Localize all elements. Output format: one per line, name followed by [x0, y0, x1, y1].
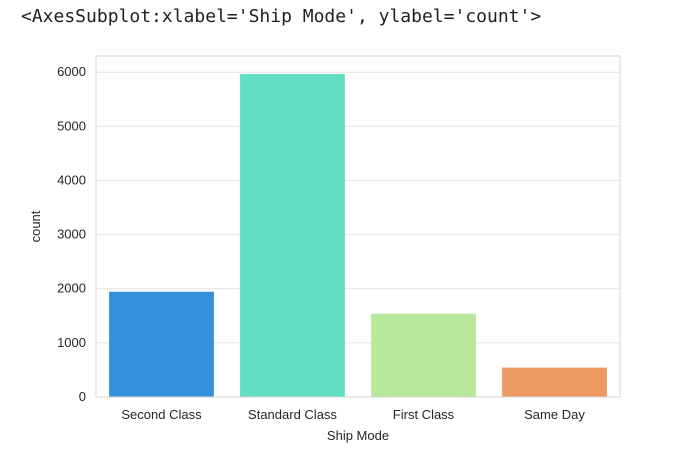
- y-tick-label: 6000: [57, 64, 86, 79]
- x-tick-label: First Class: [393, 407, 455, 422]
- y-tick-label: 0: [79, 389, 86, 404]
- y-axis-label: count: [28, 210, 43, 242]
- y-tick-label: 4000: [57, 172, 86, 187]
- bar: [109, 291, 214, 397]
- x-axis-label: Ship Mode: [327, 428, 389, 443]
- x-tick-label: Same Day: [524, 407, 585, 422]
- x-tick-label: Second Class: [121, 407, 202, 422]
- y-tick-label: 1000: [57, 335, 86, 350]
- axes-repr-text: <AxesSubplot:xlabel='Ship Mode', ylabel=…: [21, 6, 542, 27]
- y-tick-label: 5000: [57, 118, 86, 133]
- bar: [240, 73, 345, 398]
- x-tick-label: Standard Class: [248, 407, 337, 422]
- y-tick-label: 3000: [57, 227, 86, 242]
- plot-frame: [95, 55, 621, 398]
- x-tick-labels: Second Class Standard Class First Class Sam…: [121, 407, 585, 422]
- bar: [502, 367, 607, 397]
- y-tick-label: 2000: [57, 281, 86, 296]
- y-tick-labels: 0 1000 2000 3000 4000 5000 6000: [57, 64, 86, 404]
- bar: [371, 313, 476, 397]
- bars: [109, 73, 607, 398]
